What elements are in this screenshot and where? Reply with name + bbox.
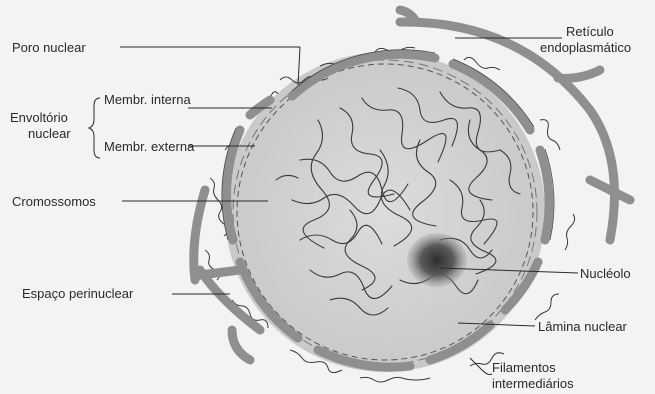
label-nucleolo: Nucléolo bbox=[580, 266, 631, 281]
label-reticulo-line1: Retículo bbox=[566, 24, 614, 39]
label-espaco-perinuclear: Espaço perinuclear bbox=[22, 286, 134, 301]
label-reticulo-line2: endoplasmático bbox=[540, 40, 631, 55]
label-membr-externa: Membr. externa bbox=[104, 139, 195, 154]
nucleolus bbox=[407, 233, 467, 287]
label-lamina-nuclear: Lâmina nuclear bbox=[538, 319, 628, 334]
label-envoltorio-line1: Envoltório bbox=[10, 110, 68, 125]
label-membr-interna: Membr. interna bbox=[104, 92, 191, 107]
label-envoltorio-line2: nuclear bbox=[28, 126, 71, 141]
label-filamentos-line2: intermediários bbox=[492, 376, 574, 391]
label-filamentos-line1: Filamentos bbox=[492, 360, 556, 375]
label-poro-nuclear: Poro nuclear bbox=[12, 40, 86, 55]
label-cromossomos: Cromossomos bbox=[12, 194, 96, 209]
